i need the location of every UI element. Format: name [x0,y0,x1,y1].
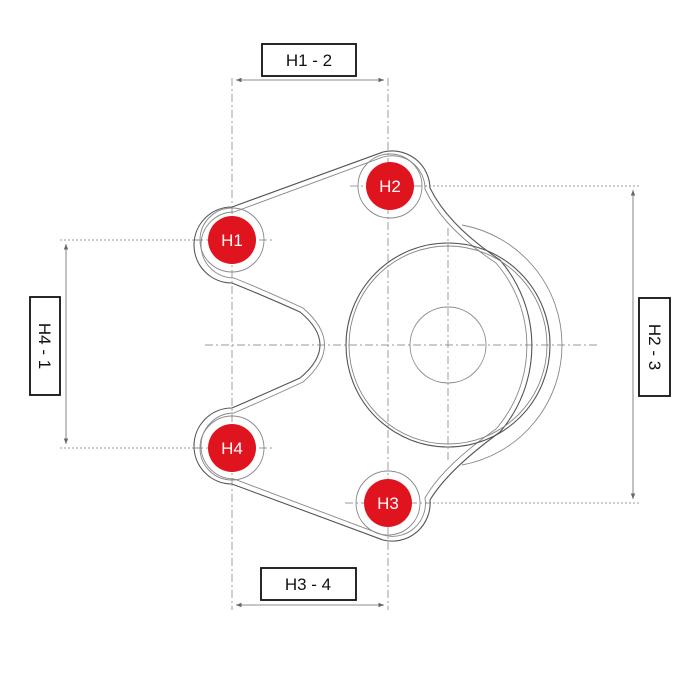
hole-h3-label: H3 [377,494,399,513]
dim-text-h3-4: H3 - 4 [285,575,331,594]
hole-h4: H4 [208,424,256,472]
hole-rings [199,153,423,536]
hole-h1-label: H1 [221,231,243,250]
extension-lines [60,185,640,504]
hole-h2: H2 [366,162,414,210]
hole-h4-label: H4 [221,439,243,458]
flange-outline [193,150,533,542]
hole-h3: H3 [364,479,412,527]
dim-text-h2-3: H2 - 3 [645,324,664,370]
dim-label-h3-4: H3 - 4 [260,567,357,601]
hole-h1: H1 [208,216,256,264]
dim-label-h2-3: H2 - 3 [638,297,671,397]
dim-label-h1-2: H1 - 2 [261,43,357,77]
dim-label-h4-1: H4 - 1 [29,296,61,396]
hole-h2-label: H2 [379,177,401,196]
dim-text-h1-2: H1 - 2 [286,51,332,70]
center-lines [195,78,600,610]
dim-text-h4-1: H4 - 1 [35,323,54,369]
dimension-lines [63,77,636,608]
